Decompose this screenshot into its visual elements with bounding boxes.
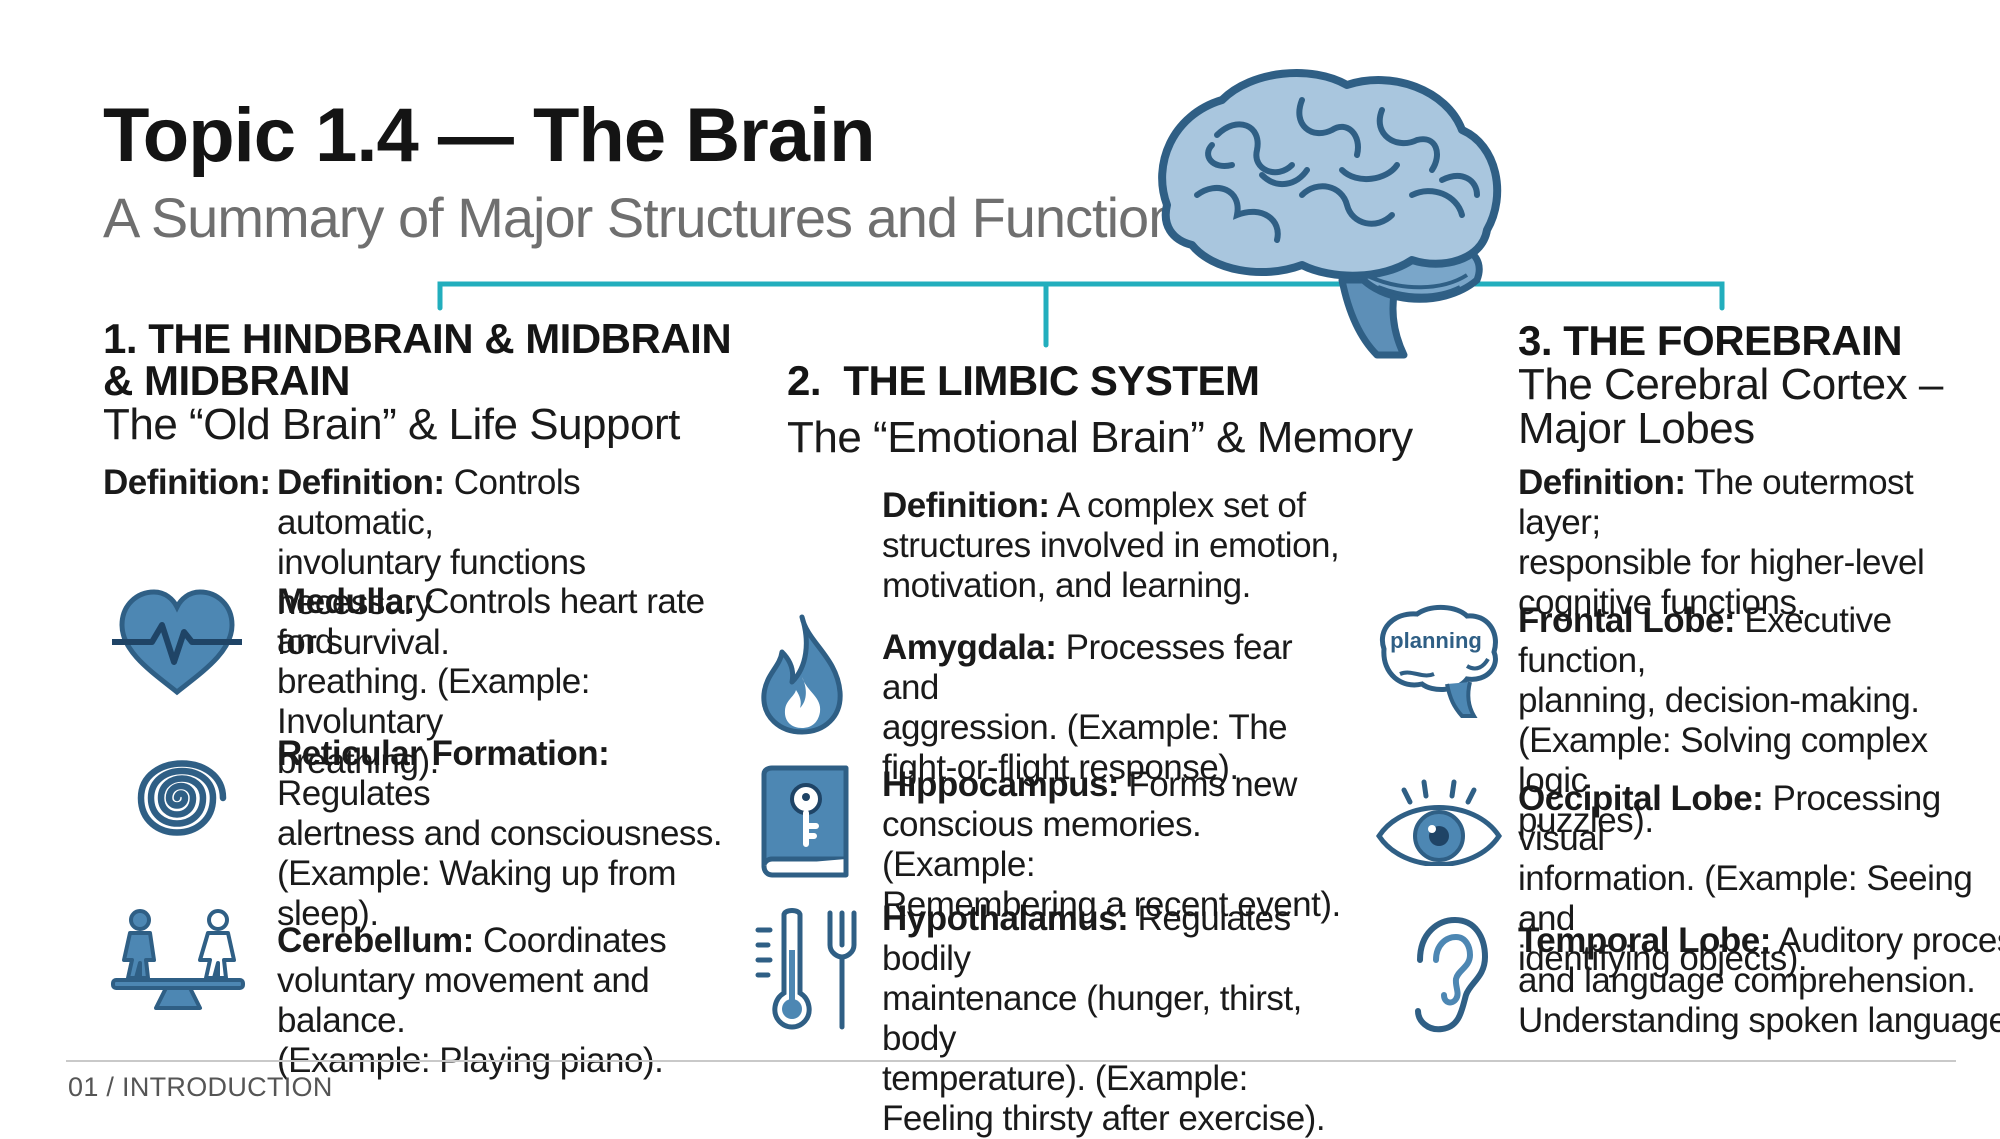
medulla-entry: Medulla: Controls heart rate and breathi… <box>277 582 747 782</box>
occipital-line: identifying objects). <box>1518 939 1808 978</box>
flame-icon <box>752 612 852 737</box>
hindbrain-title: 1. THE HINDBRAIN & MIDBRAIN & MIDBRAIN <box>103 315 732 404</box>
footer-divider <box>66 1060 1956 1062</box>
medulla-term: Medulla: <box>277 582 415 621</box>
hypothalamus-line: Regulates bodily <box>882 899 1291 978</box>
hippocampus-entry: Hippocampus: Forms new conscious memorie… <box>882 765 1362 925</box>
reticular-line: (Example: Waking up from <box>277 854 677 893</box>
hippocampus-line: Forms new <box>1128 765 1297 804</box>
seesaw-balance-icon <box>108 908 248 1013</box>
limbic-def-line: motivation, and learning. <box>882 566 1251 605</box>
limbic-def-line: structures involved in emotion, <box>882 526 1340 565</box>
amygdala-line: aggression. (Example: The <box>882 708 1288 747</box>
thermometer-fork-icon <box>750 905 860 1035</box>
hypothalamus-entry: Hypothalamus: Regulates bodily maintenan… <box>882 899 1362 1139</box>
key-book-icon <box>754 764 854 879</box>
hindbrain-definition: Definition: Controls automatic, involunt… <box>277 463 737 663</box>
limbic-definition: Definition: A complex set of structures … <box>882 486 1352 606</box>
reticular-entry: Reticular Formation: Regulates alertness… <box>277 734 747 934</box>
hindbrain-def-term: Definition: <box>277 463 445 502</box>
frontal-term: Frontal Lobe: <box>1518 601 1736 640</box>
hindbrain-definition-label: Definition: <box>103 463 271 503</box>
cerebellum-entry: Cerebellum: Coordinates voluntary moveme… <box>277 921 757 1081</box>
hippocampus-term: Hippocampus: <box>882 765 1120 804</box>
hippocampus-line: Remembering a recent event). <box>882 885 1341 924</box>
forebrain-def-line: responsible for higher-level <box>1518 543 1925 582</box>
occipital-term: Occipital Lobe: <box>1518 779 1764 818</box>
planning-icon-label: planning <box>1390 628 1482 653</box>
limbic-def-line: A complex set of <box>1056 486 1306 525</box>
occipital-line: information. (Example: Seeing and <box>1518 859 1973 938</box>
eye-icon <box>1374 778 1504 866</box>
reticular-line: alertness and consciousness. <box>277 814 723 853</box>
medulla-line: Controls heart rate and <box>277 582 705 661</box>
cerebellum-line: Coordinates <box>483 921 667 960</box>
temporal-line: Understanding spoken language). <box>1518 1001 2000 1040</box>
limbic-title: 2. THE LIMBIC SYSTEM <box>787 357 1260 404</box>
reticular-line: sleep). <box>277 894 379 933</box>
cerebellum-line: voluntary movement and balance. <box>277 961 650 1040</box>
amygdala-entry: Amygdala: Processes fear and aggression.… <box>882 628 1352 788</box>
frontal-entry: Frontal Lobe: Executive function, planni… <box>1518 601 1998 841</box>
temporal-line: and language comprehension. <box>1518 961 1976 1000</box>
reticular-term: Reticular Formation: <box>277 734 610 773</box>
cerebellum-term: Cerebellum: <box>277 921 474 960</box>
frontal-line: planning, decision-making. <box>1518 681 1920 720</box>
hindbrain-subtitle: The “Old Brain” & Life Support <box>103 400 680 449</box>
connector-horizontal <box>437 281 1725 311</box>
reticular-line: Regulates <box>277 774 431 813</box>
forebrain-title: 3. THE FOREBRAIN <box>1518 317 1903 364</box>
medulla-line: breathing. (Example: Involuntary <box>277 662 590 741</box>
amygdala-line: fight-or-flight response). <box>882 748 1239 787</box>
forebrain-subtitle: The Cerebral Cortex – Major Lobes <box>1518 363 1943 451</box>
frontal-line: puzzles). <box>1518 801 1654 840</box>
hypothalamus-line: Feeling thirsty after exercise). <box>882 1099 1326 1138</box>
hypothalamus-line: temperature). (Example: <box>882 1059 1248 1098</box>
hippocampus-line: conscious memories. (Example: <box>882 805 1202 884</box>
brain-icon <box>1142 55 1512 365</box>
hypothalamus-line: maintenance (hunger, thirst, body <box>882 979 1302 1058</box>
frontal-line: (Example: Solving complex logic <box>1518 721 1928 800</box>
occipital-entry: Occipital Lobe: Processing visual inform… <box>1518 779 1998 979</box>
planning-brain-icon: planning <box>1372 604 1502 719</box>
hindbrain-def-line: involuntary functions necessary <box>277 543 586 622</box>
hindbrain-def-label: Definition: <box>103 463 271 502</box>
forebrain-subtitle-line2: Major Lobes <box>1518 404 1755 453</box>
temporal-entry: Temporal Lobe: Auditory processin and la… <box>1518 921 2000 1041</box>
ear-icon <box>1400 915 1490 1035</box>
limbic-subtitle: The “Emotional Brain” & Memory <box>787 413 1413 462</box>
occipital-line: Processing visual <box>1518 779 1941 858</box>
temporal-line: Auditory processin <box>1778 921 2000 960</box>
forebrain-subtitle-line1: The Cerebral Cortex – <box>1518 360 1943 409</box>
page-title: Topic 1.4 — The Brain <box>103 93 876 178</box>
footer-label: 01 / INTRODUCTION <box>68 1072 333 1102</box>
medulla-line: breathing). <box>277 742 439 781</box>
temporal-term: Temporal Lobe: <box>1518 921 1771 960</box>
forebrain-definition: Definition: The outermost layer; respons… <box>1518 463 1978 623</box>
hypothalamus-term: Hypothalamus: <box>882 899 1129 938</box>
page-subtitle: A Summary of Major Structures and Functi… <box>103 186 1206 249</box>
frontal-line: Executive function, <box>1518 601 1892 680</box>
forebrain-def-line: cognitive functions. <box>1518 583 1806 622</box>
hindbrain-title-line2: & MIDBRAIN <box>103 357 350 404</box>
hindbrain-def-line: for survival. <box>277 623 450 662</box>
limbic-def-term: Definition: <box>882 486 1050 525</box>
forebrain-def-term: Definition: <box>1518 463 1686 502</box>
hindbrain-def-line: Controls automatic, <box>277 463 581 542</box>
hindbrain-title-line1: 1. THE HINDBRAIN & MIDBRAIN <box>103 315 732 362</box>
forebrain-def-line: The outermost layer; <box>1518 463 1914 542</box>
heart-pulse-icon <box>112 587 242 697</box>
amygdala-line: Processes fear and <box>882 628 1293 707</box>
spiral-icon <box>116 737 238 859</box>
amygdala-term: Amygdala: <box>882 628 1057 667</box>
